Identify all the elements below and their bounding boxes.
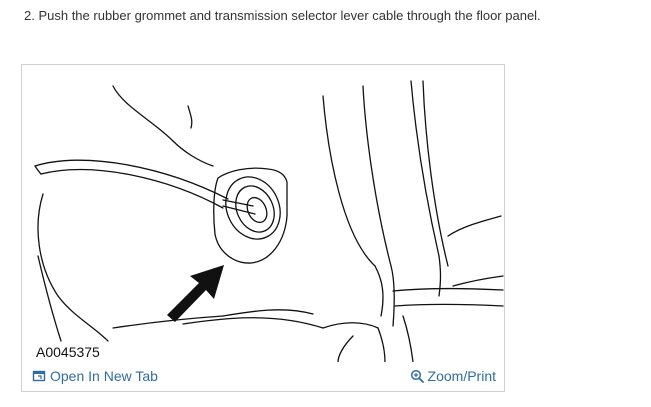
open-in-new-tab-link[interactable]: Open In New Tab [32,368,158,384]
step-instruction: 2. Push the rubber grommet and transmiss… [24,8,541,23]
zoom-icon [410,369,424,383]
pointer-arrow [167,265,224,322]
open-in-new-tab-label: Open In New Tab [50,368,158,384]
open-new-tab-icon [32,370,46,382]
grommet-illustration [34,80,504,362]
figure-container: A0045375 Open In New Tab Zoom/Print [21,64,505,392]
figure-id: A0045375 [36,344,100,360]
zoom-print-label: Zoom/Print [427,368,496,384]
zoom-print-link[interactable]: Zoom/Print [410,368,496,384]
